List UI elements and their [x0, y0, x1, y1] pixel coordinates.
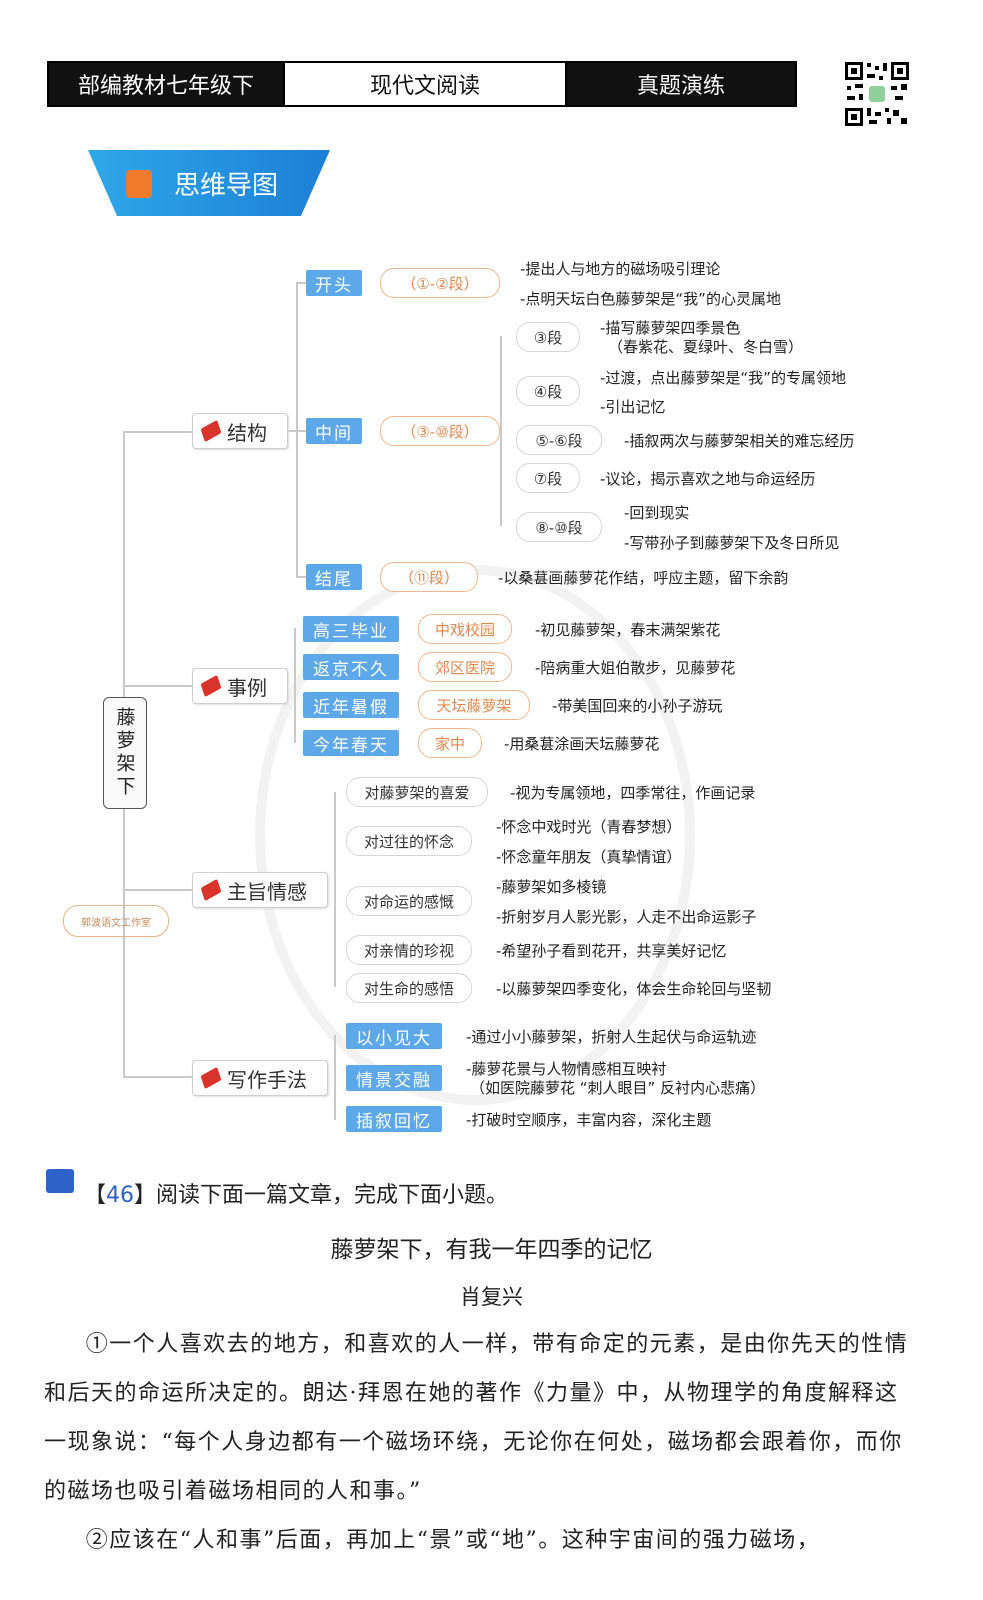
qr-code-icon [843, 60, 911, 128]
technique-point: （如医院藤萝花 “刺人眼目” 反衬内心悲痛） [470, 1079, 766, 1097]
technique-point: -藤萝花景与人物情感相互映衬 [466, 1060, 667, 1078]
connector [123, 431, 193, 433]
category-label: 事例 [227, 675, 267, 700]
connector [500, 336, 502, 526]
category-examples: 事例 [192, 668, 288, 704]
section-point: -插叙两次与藤萝架相关的难忘经历 [624, 432, 855, 450]
banner-title: 思维导图 [174, 171, 279, 201]
emotion-pill: 对藤萝架的喜爱 [346, 777, 488, 807]
connector [334, 792, 336, 987]
section-point: （春紫花、夏绿叶、冬白雪） [608, 338, 804, 356]
category-emotion: 主旨情感 [192, 872, 328, 908]
example-desc: -用桑葚涂画天坛藤萝花 [504, 735, 660, 753]
connector [123, 685, 193, 687]
example-time: 返京不久 [303, 654, 399, 680]
node-ending: 结尾 [306, 564, 362, 590]
header-bar: 部编教材七年级下 现代文阅读 真题演练 [47, 61, 797, 107]
emotion-point: -折射岁月人影光影，人走不出命运影子 [496, 908, 757, 926]
emotion-point: -怀念童年朋友（真挚情谊） [496, 848, 682, 866]
connector [334, 1035, 336, 1120]
question-flag-icon [46, 1169, 74, 1193]
header-section: 真题演练 [567, 63, 795, 105]
pen-icon [200, 1066, 222, 1090]
connector [286, 430, 306, 432]
section-pill: ⑤-⑥段 [516, 425, 602, 455]
header-grade: 部编教材七年级下 [49, 63, 283, 105]
question-heading: 【46】阅读下面一篇文章，完成下面小题。 [84, 1177, 508, 1209]
category-techniques: 写作手法 [192, 1060, 328, 1096]
technique-point: -通过小小藤萝架，折射人生起伏与命运轨迹 [466, 1028, 757, 1046]
section-point: -描写藤萝架四季景色 [600, 319, 741, 337]
example-place: 郊区医院 [418, 652, 512, 682]
section-pill: ⑧-⑩段 [516, 512, 602, 542]
emotion-point: -藤萝架如多棱镜 [496, 878, 607, 896]
technique-box: 插叙回忆 [346, 1106, 442, 1132]
section-point: -过渡，点出藤萝架是“我”的专属领地 [600, 369, 846, 387]
emotion-point: -怀念中戏时光（青春梦想） [496, 818, 682, 836]
range-opening: （①-②段） [380, 268, 500, 298]
emotion-point: -以藤萝架四季变化，体会生命轮回与坚韧 [496, 980, 772, 998]
ending-point: -以桑葚画藤萝花作结，呼应主题，留下余韵 [498, 569, 789, 587]
emotion-pill: 对过往的怀念 [346, 826, 472, 856]
emotion-point: -希望孙子看到花开，共享美好记忆 [496, 942, 727, 960]
node-middle: 中间 [306, 418, 362, 444]
section-point: -回到现实 [624, 504, 690, 522]
section-pill: ⑦段 [516, 463, 580, 493]
technique-box: 情景交融 [346, 1065, 442, 1091]
studio-stamp: 郭波语文工作室 [63, 905, 169, 937]
connector [123, 1076, 193, 1078]
article-author: 肖复兴 [460, 1285, 523, 1309]
category-label: 结构 [227, 420, 267, 445]
mindmap-root: 藤萝架下 [103, 697, 147, 809]
technique-point: -打破时空顺序，丰富内容，深化主题 [466, 1111, 712, 1129]
article-paragraph: ②应该在“人和事”后面，再加上“景”或“地”。这种宇宙间的强力磁场， [85, 1528, 821, 1553]
emotion-pill: 对命运的感慨 [346, 886, 472, 916]
category-label: 写作手法 [227, 1067, 307, 1092]
pen-icon [200, 674, 222, 698]
example-time: 今年春天 [303, 730, 399, 756]
section-pill: ④段 [516, 376, 580, 406]
pencil-note-icon [126, 170, 152, 198]
pen-icon [200, 419, 222, 443]
article-paragraph: ①一个人喜欢去的地方，和喜欢的人一样，带有命定的元素，是由你先天的性情和后天的命… [44, 1332, 909, 1504]
example-desc: -初见藤萝架，春末满架紫花 [535, 621, 721, 639]
technique-box: 以小见大 [346, 1023, 442, 1049]
bracket: 【 [84, 1183, 107, 1208]
range-middle: （③-⑩段） [380, 416, 500, 446]
section-point: -写带孙子到藤萝架下及冬日所见 [624, 534, 840, 552]
connector [294, 628, 296, 743]
connector [296, 282, 306, 284]
example-desc: -陪病重大姐伯散步，见藤萝花 [535, 659, 736, 677]
example-time: 近年暑假 [303, 692, 399, 718]
question-prompt: 阅读下面一篇文章，完成下面小题。 [156, 1183, 509, 1208]
opening-point: -提出人与地方的磁场吸引理论 [520, 260, 721, 278]
emotion-pill: 对亲情的珍视 [346, 935, 472, 965]
example-place: 家中 [418, 728, 482, 758]
question-number: 46 [106, 1183, 135, 1208]
example-place: 中戏校园 [418, 614, 512, 644]
article-title: 藤萝架下，有我一年四季的记忆 [330, 1237, 653, 1263]
example-desc: -带美国回来的小孙子游玩 [552, 697, 723, 715]
category-label: 主旨情感 [227, 879, 307, 904]
connector [296, 576, 306, 578]
example-place: 天坛藤萝架 [418, 690, 530, 720]
section-point: -引出记忆 [600, 398, 666, 416]
opening-point: -点明天坛白色藤萝架是“我”的心灵属地 [520, 290, 781, 308]
emotion-point: -视为专属领地，四季常往，作画记录 [510, 784, 756, 802]
category-structure: 结构 [192, 413, 288, 449]
pen-icon [200, 878, 222, 902]
section-point: -议论，揭示喜欢之地与命运经历 [600, 470, 816, 488]
emotion-pill: 对生命的感悟 [346, 973, 472, 1003]
connector [123, 889, 193, 891]
section-pill: ③段 [516, 322, 580, 352]
node-opening: 开头 [306, 270, 362, 296]
range-ending: （⑪段） [380, 562, 478, 592]
example-time: 高三毕业 [303, 616, 399, 642]
header-subject: 现代文阅读 [283, 63, 567, 105]
mindmap-banner: 思维导图 [88, 150, 330, 216]
bracket: 】 [134, 1183, 157, 1208]
